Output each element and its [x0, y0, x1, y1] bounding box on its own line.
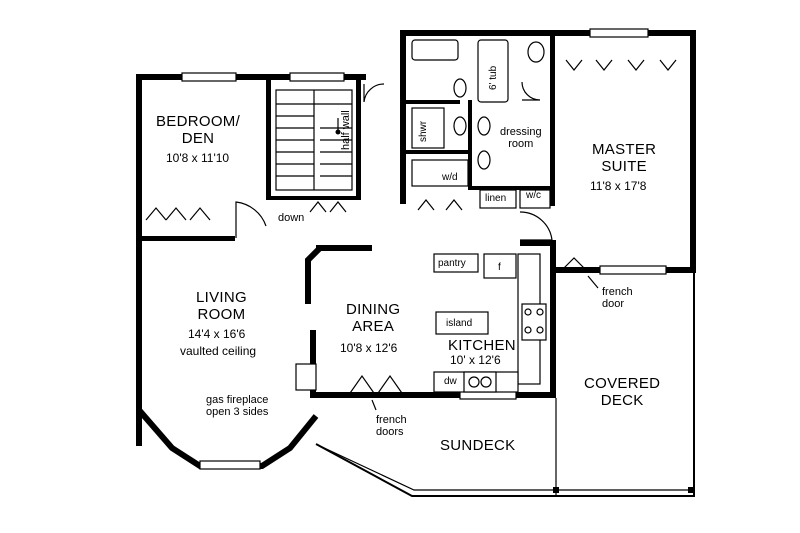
dressing-line1: dressing	[500, 126, 542, 138]
dining-name-line2: AREA	[352, 317, 395, 335]
covered-deck-line1: COVERED	[584, 375, 661, 392]
kitchen-fixtures	[295, 253, 547, 393]
master-name-line2: SUITE	[601, 157, 647, 175]
half-wall-label: half wall	[340, 110, 352, 150]
french-doors-line2: doors	[376, 426, 404, 439]
master-name-line1: MASTER	[592, 141, 657, 158]
linen-label: linen	[485, 193, 507, 204]
covered-deck-name: COVERED DECK	[584, 375, 661, 410]
island-label: island	[446, 318, 473, 329]
bath-fixtures	[411, 39, 551, 209]
covered-deck-line2: DECK	[600, 391, 644, 409]
dressing-line2: room	[508, 138, 534, 151]
kitchen-name: KITCHEN	[448, 337, 516, 354]
living-name-line1: LIVING	[196, 289, 247, 306]
french-doors-label: french doors	[376, 414, 407, 439]
wic-label: w/c	[526, 190, 541, 201]
french-doors-line1: french	[376, 414, 407, 426]
master-name: MASTER SUITE	[592, 141, 657, 176]
dishwasher-label: dw	[444, 376, 457, 387]
bedroom-name-line1: BEDROOM/	[156, 113, 241, 130]
leader-lines	[371, 275, 599, 411]
dining-name: DINING AREA	[346, 301, 401, 336]
french-door-line1: french	[602, 286, 633, 298]
living-dims: 14'4 x 16'6	[188, 327, 246, 341]
dining-name-line1: DINING	[346, 301, 401, 318]
kitchen-dims: 10' x 12'6	[450, 353, 501, 367]
closet-doors	[145, 59, 677, 397]
fireplace-line2: open 3 sides	[206, 406, 269, 419]
living-name-line2: ROOM	[197, 305, 246, 323]
deck-outline	[315, 272, 695, 497]
windows	[181, 28, 667, 470]
dining-dims: 10'8 x 12'6	[340, 341, 398, 355]
washer-dryer-label: w/d	[442, 172, 458, 183]
french-door-label: french door	[602, 286, 633, 311]
fireplace-label: gas fireplace open 3 sides	[206, 394, 268, 419]
pantry-label: pantry	[438, 258, 466, 269]
stairs	[275, 89, 353, 191]
bedroom-dims: 10'8 x 11'10	[166, 151, 230, 165]
bedroom-name-line2: DEN	[181, 129, 215, 147]
interior-walls	[139, 36, 556, 304]
master-dims: 11'8 x 17'8	[590, 179, 647, 193]
down-label: down	[278, 212, 305, 224]
fridge-label: f	[498, 262, 501, 273]
shower-label: shwr	[418, 120, 429, 142]
fireplace-line1: gas fireplace	[206, 394, 269, 406]
living-name: LIVING ROOM	[196, 289, 247, 324]
dressing-room-label: dressing room	[500, 126, 542, 151]
door-swings	[235, 81, 553, 241]
bedroom-name: BEDROOM/ DEN	[156, 113, 241, 148]
sundeck-name: SUNDECK	[440, 437, 516, 454]
french-door-line2: door	[602, 298, 625, 311]
living-note: vaulted ceiling	[180, 344, 257, 358]
tub-label: 6' tub	[488, 65, 499, 90]
